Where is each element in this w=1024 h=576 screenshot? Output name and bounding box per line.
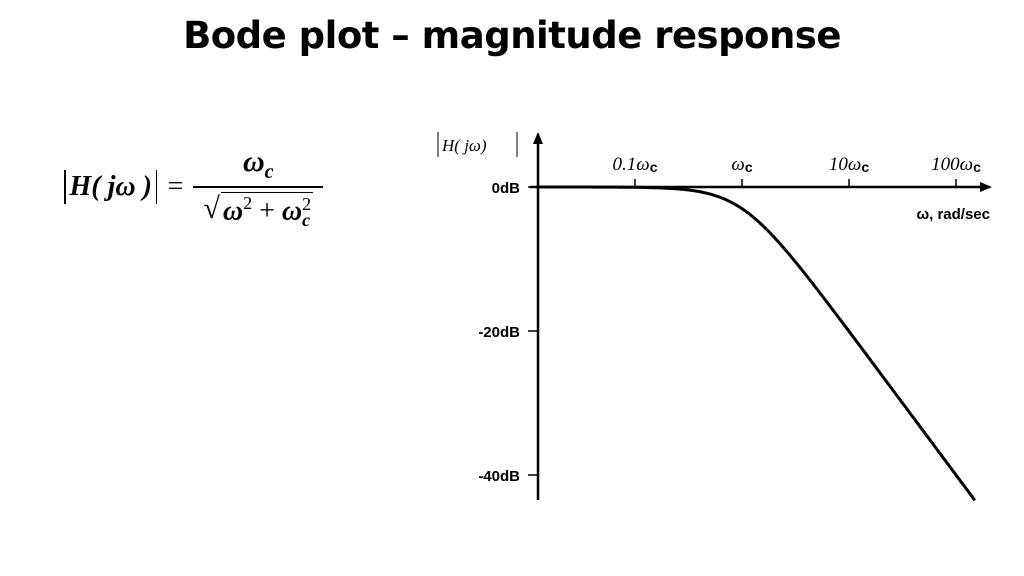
sqrt-symbol: √: [203, 191, 220, 225]
abs-bar-right: [155, 169, 158, 204]
x-tick-label: 0.1ωc: [613, 154, 658, 175]
den-exp: 2: [243, 192, 253, 213]
x-tick-label: 100ωc: [931, 154, 981, 175]
numerator-sub: c: [264, 161, 274, 183]
x-tick-label: 10ωc: [829, 154, 869, 175]
y-tick-label: -20dB: [478, 324, 520, 341]
formula-equals: =: [167, 170, 184, 202]
fraction-line: [193, 186, 324, 188]
y-axis-label: H( jω): [437, 132, 518, 157]
den-plus: +: [259, 194, 275, 226]
x-ticks: 0.1ωc ωc 10ωc 100ωc: [613, 154, 981, 187]
den-exp-c: 2: [302, 194, 312, 215]
formula-numerator: ωc: [223, 145, 294, 184]
numerator-omega: ω: [242, 145, 265, 178]
magnitude-curve: [537, 185, 977, 502]
formula-lhs: H( jω ): [69, 170, 152, 202]
den-omega-c: ω: [281, 194, 303, 226]
y-tick-label: 0dB: [492, 180, 521, 197]
abs-bar-left: [64, 169, 66, 204]
den-omega: ω: [222, 194, 244, 226]
den-sub-c: c: [302, 210, 311, 231]
y-ticks: 0dB -20dB -40dB: [478, 180, 538, 485]
y-axis-label-text: H( jω): [441, 136, 487, 155]
slide-title: Bode plot – magnitude response: [183, 14, 841, 57]
x-tick-label: ωc: [731, 154, 752, 175]
y-tick-label: -40dB: [478, 468, 520, 485]
x-axis-label: ω, rad/sec: [916, 206, 990, 223]
